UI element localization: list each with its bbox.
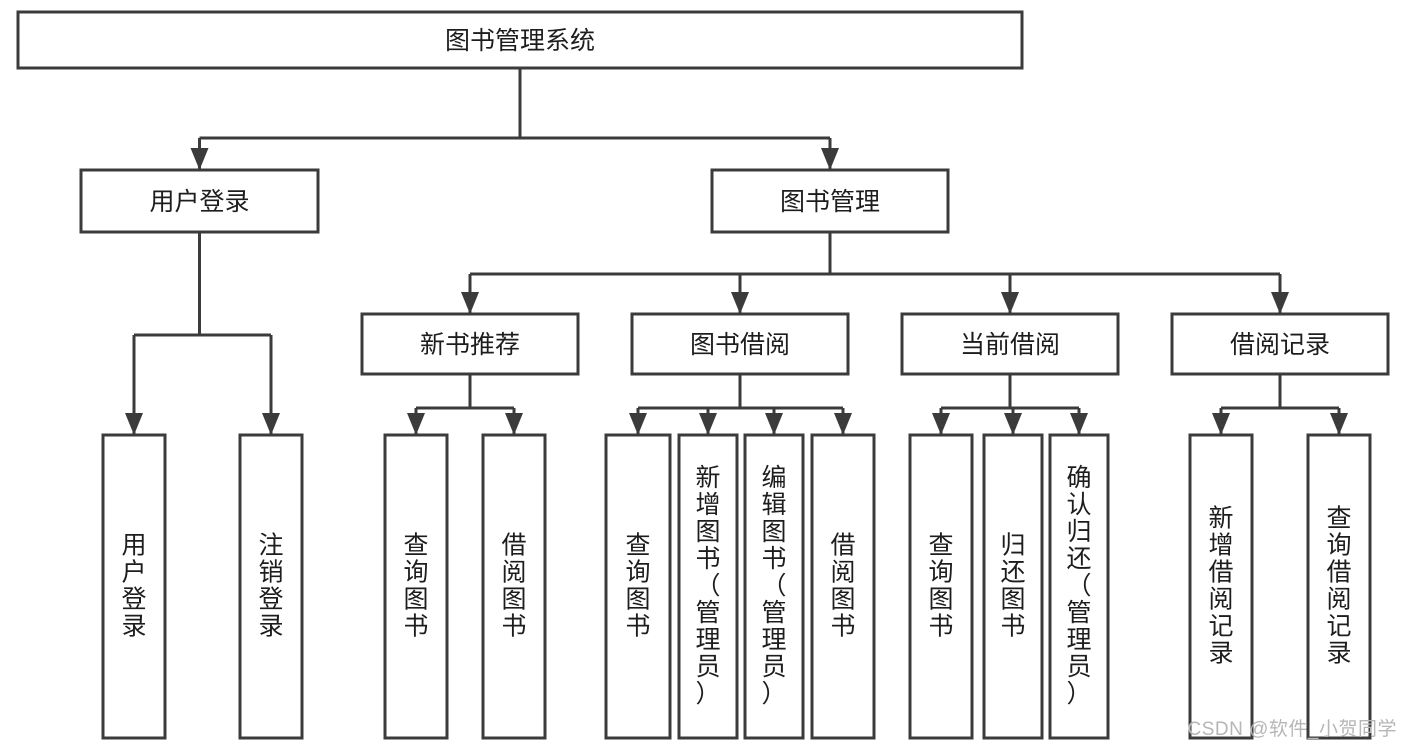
node-l2-0-label: 用户登录 [149,188,249,216]
node-leaf-9-rect [982,433,1044,740]
node-l3-1-rect [630,312,850,376]
node-l3-1[interactable]: 图书借阅 [630,312,850,376]
node-l3-3-label: 借阅记录 [1230,331,1330,359]
node-leaf-8-label: 查询图书 [928,532,953,641]
conn-l3-3-arrow-0 [1212,413,1230,435]
node-leaf-10-rect [1048,433,1110,740]
node-leaf-7-rect [810,433,876,740]
conn-l3-2-arrow-1 [1004,413,1022,435]
conn-l2-login-arrow-1 [262,413,280,435]
conn-l3-3-arrow-1 [1330,413,1348,435]
node-leaf-4-rect [604,433,672,740]
node-root-图书管理系统-rect [16,10,1024,70]
node-l3-0[interactable]: 新书推荐 [360,312,580,376]
node-leaf-1-label: 注销登录 [258,532,283,641]
conn-l3-0-arrow-1 [505,413,523,435]
node-leaf-1-rect [238,433,304,740]
conn-l3-1-arrow-2 [765,413,783,435]
node-leaf-12-rect [1306,433,1372,740]
node-l3-2-rect [900,312,1120,376]
node-leaf-0-rect [101,433,167,740]
conn-l3-1-arrow-3 [834,413,852,435]
conn-l2-login-arrow-0 [125,413,143,435]
node-l2-0-rect [79,168,320,234]
conn-root-arrow-1 [821,148,839,170]
conn-l2-books-arrow-1 [731,292,749,314]
node-leaf-9[interactable]: 归还图书 [982,433,1044,740]
node-leaf-5-label: 新增图书（管理员） [695,464,720,708]
node-leaf-2-rect [383,433,449,740]
node-l2-1-label: 图书管理 [780,188,880,216]
node-root-图书管理系统[interactable]: 图书管理系统 [16,10,1024,70]
node-leaf-2[interactable]: 查询图书 [383,433,449,740]
node-root-图书管理系统-label: 图书管理系统 [445,27,595,55]
node-leaf-6-rect [743,433,805,740]
node-leaf-7-label: 借阅图书 [830,532,855,641]
node-l2-1[interactable]: 图书管理 [710,168,950,234]
node-leaf-5-rect [677,433,739,740]
node-leaf-6-label: 编辑图书（管理员） [761,464,786,708]
node-leaf-3-label: 借阅图书 [501,532,526,641]
node-leaf-2-label: 查询图书 [403,532,428,641]
node-l3-3-rect [1170,312,1390,376]
conn-l3-2-arrow-2 [1070,413,1088,435]
node-leaf-11-rect [1188,433,1254,740]
node-boxes-layer: 图书管理系统用户登录图书管理新书推荐图书借阅当前借阅借阅记录用户登录注销登录查询… [16,10,1390,740]
node-leaf-8[interactable]: 查询图书 [908,433,974,740]
node-l3-2[interactable]: 当前借阅 [900,312,1120,376]
node-leaf-0[interactable]: 用户登录 [101,433,167,740]
node-leaf-3[interactable]: 借阅图书 [481,433,547,740]
connectors-layer [125,68,1348,435]
node-leaf-8-rect [908,433,974,740]
node-leaf-12-label: 查询借阅记录 [1326,505,1351,668]
conn-l3-0-arrow-0 [407,413,425,435]
node-leaf-4-label: 查询图书 [625,532,650,641]
conn-l3-1-arrow-0 [629,413,647,435]
node-leaf-10-label: 确认归还（管理员） [1066,464,1091,708]
node-leaf-10[interactable]: 确认归还（管理员） [1048,433,1110,740]
conn-l3-2-arrow-0 [932,413,950,435]
conn-l3-1-arrow-1 [699,413,717,435]
node-l3-2-label: 当前借阅 [960,331,1060,359]
node-l2-0[interactable]: 用户登录 [79,168,320,234]
conn-l2-books-arrow-3 [1271,292,1289,314]
node-leaf-11[interactable]: 新增借阅记录 [1188,433,1254,740]
node-leaf-4[interactable]: 查询图书 [604,433,672,740]
node-leaf-6[interactable]: 编辑图书（管理员） [743,433,805,740]
node-leaf-11-label: 新增借阅记录 [1208,505,1233,668]
node-leaf-7[interactable]: 借阅图书 [810,433,876,740]
node-leaf-5[interactable]: 新增图书（管理员） [677,433,739,740]
node-l3-0-label: 新书推荐 [420,331,520,359]
node-leaf-0-label: 用户登录 [121,532,146,641]
node-l3-1-label: 图书借阅 [690,331,790,359]
node-l3-0-rect [360,312,580,376]
node-leaf-3-rect [481,433,547,740]
node-leaf-12[interactable]: 查询借阅记录 [1306,433,1372,740]
conn-l2-books-arrow-0 [461,292,479,314]
node-l2-1-rect [710,168,950,234]
node-leaf-9-label: 归还图书 [1000,532,1025,641]
conn-l2-books-arrow-2 [1001,292,1019,314]
node-l3-3[interactable]: 借阅记录 [1170,312,1390,376]
node-leaf-1[interactable]: 注销登录 [238,433,304,740]
conn-root-arrow-0 [190,148,209,170]
